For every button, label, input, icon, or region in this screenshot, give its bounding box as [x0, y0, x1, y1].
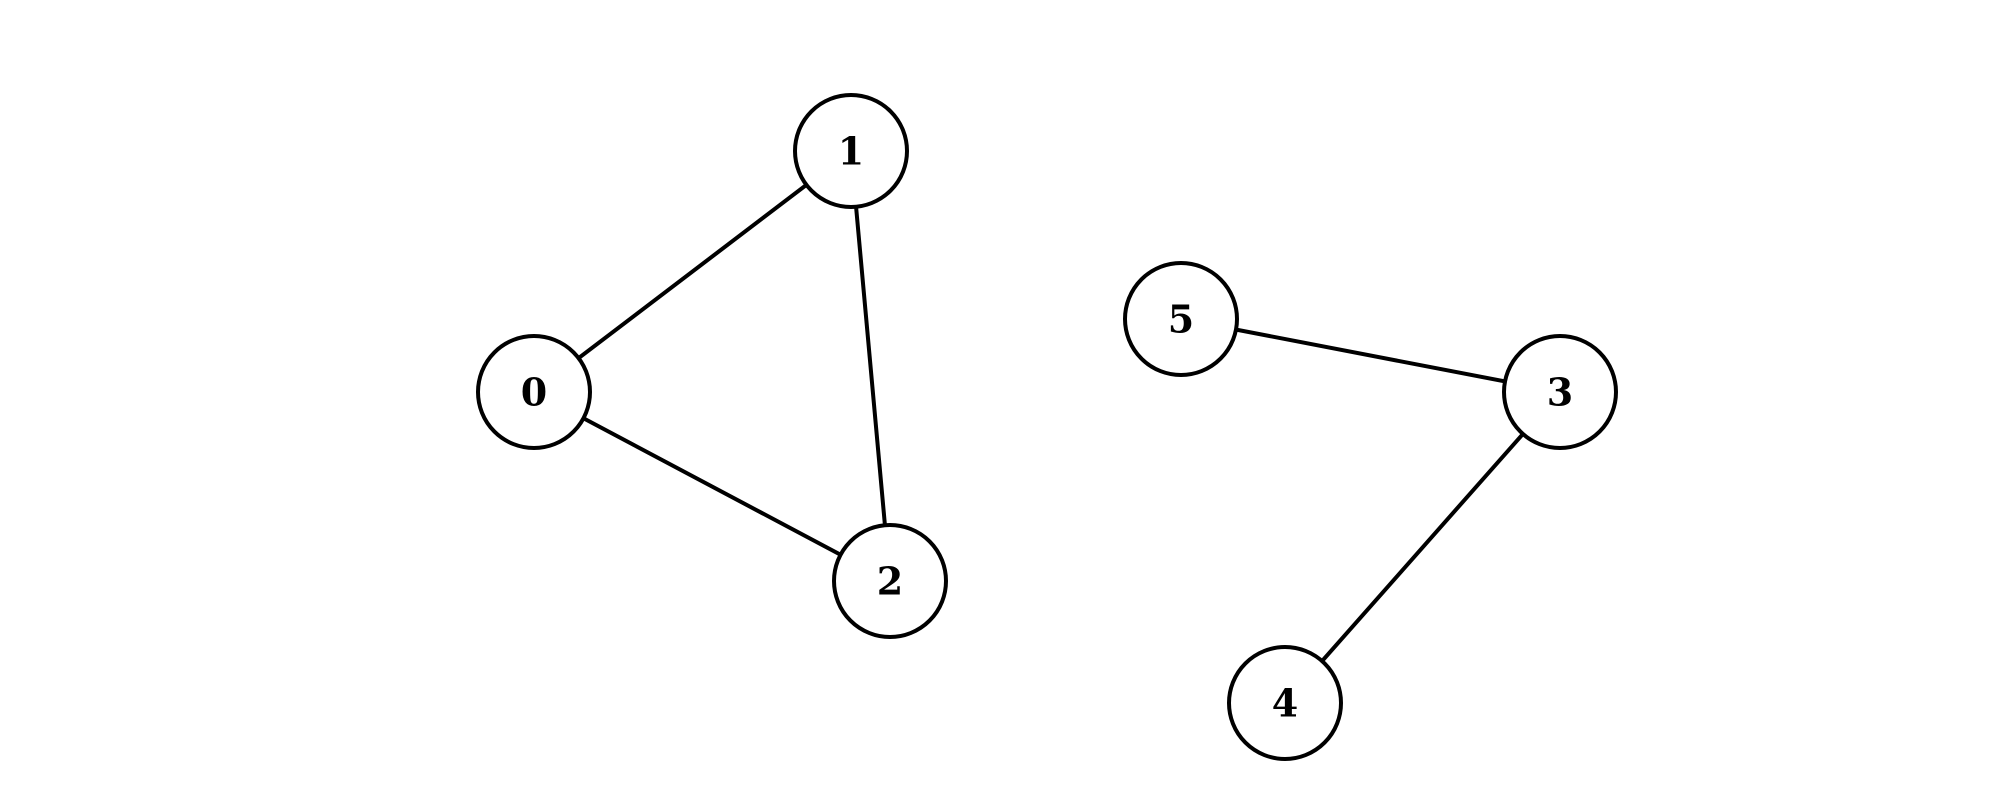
node-5: 5 — [1123, 261, 1239, 377]
edge-5-3 — [1179, 317, 1562, 394]
edge-0-2 — [532, 390, 892, 583]
node-1: 1 — [793, 93, 909, 209]
node-circle-4 — [1227, 645, 1343, 761]
node-circle-3 — [1502, 334, 1618, 450]
node-label-2: 2 — [877, 559, 903, 604]
node-label-0: 0 — [521, 370, 547, 415]
nodes-layer: 0 1 2 3 4 5 — [476, 93, 1618, 761]
edge-0-1 — [532, 149, 853, 394]
node-label-5: 5 — [1168, 297, 1194, 342]
edge-3-4 — [1283, 390, 1562, 705]
node-0: 0 — [476, 334, 592, 450]
node-label-1: 1 — [838, 129, 864, 174]
node-label-3: 3 — [1547, 370, 1573, 415]
node-circle-0 — [476, 334, 592, 450]
node-label-4: 4 — [1272, 681, 1298, 726]
node-circle-1 — [793, 93, 909, 209]
node-circle-2 — [832, 523, 948, 639]
edges-layer — [532, 149, 1562, 705]
node-3: 3 — [1502, 334, 1618, 450]
node-4: 4 — [1227, 645, 1343, 761]
node-circle-5 — [1123, 261, 1239, 377]
node-2: 2 — [832, 523, 948, 639]
edge-1-2 — [849, 149, 892, 583]
